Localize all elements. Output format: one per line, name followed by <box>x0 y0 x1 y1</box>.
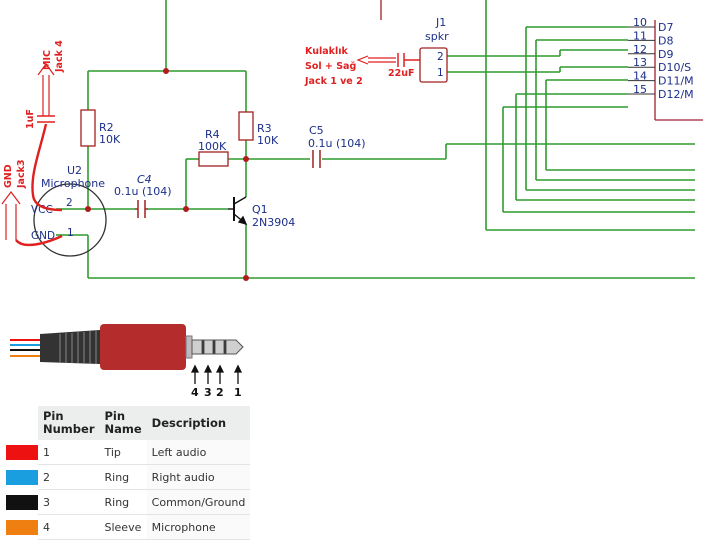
arduino-header: 10 D7 11 D8 12 D9 13 D10/S 14 D11/M 15 D12/M <box>628 16 703 121</box>
pin-description: Common/Ground <box>146 489 251 515</box>
capacitor-c5 <box>312 150 321 168</box>
header-pin-signal: D10/S <box>658 61 691 74</box>
plug-body <box>100 324 186 370</box>
u2-name: Microphone <box>41 177 105 190</box>
capacitor-c4 <box>135 200 148 218</box>
c5-value: 0.1u (104) <box>308 137 366 150</box>
table-row: 1 Tip Left audio <box>0 440 251 465</box>
pin-number: 2 <box>38 464 100 490</box>
r2-value: 10K <box>99 133 121 146</box>
j1-name: spkr <box>425 30 449 43</box>
r3-value: 10K <box>257 134 279 147</box>
table-row: 3 Ring Common/Ground <box>0 489 251 515</box>
u2-pin1: 1 <box>67 227 74 239</box>
pin-description: Left audio <box>146 440 251 465</box>
j1-pin1: 1 <box>437 67 444 79</box>
header-pin-number: 14 <box>633 70 647 83</box>
connector-j1: J1 spkr 2 1 <box>419 16 449 83</box>
u2-ref: U2 <box>67 164 82 177</box>
headphone-note-line1: Kulaklık <box>305 46 348 57</box>
color-swatch <box>6 469 38 485</box>
wires <box>63 20 695 279</box>
red-annotations <box>1 53 420 247</box>
pin-name: Ring <box>99 464 147 490</box>
pin-description: Right audio <box>146 464 251 490</box>
j1-pin2: 2 <box>437 51 444 63</box>
header-pin-number: 10 <box>633 16 647 29</box>
mic-label: MIC <box>42 50 53 70</box>
color-swatch <box>6 494 38 510</box>
header-pin-signal: D7 <box>658 21 673 34</box>
cap-1uf-label: 1uF <box>25 109 36 129</box>
transistor-q1 <box>228 196 248 226</box>
plug-pin-number: 2 <box>216 386 224 399</box>
pin-description: Microphone <box>146 514 251 540</box>
trrs-plug-diagram: 4 3 2 1 <box>10 324 244 399</box>
plug-pin-arrows <box>190 364 243 384</box>
mic-jack-label: Jack 4 <box>54 40 65 73</box>
header-pin-signal: D12/M <box>658 88 694 101</box>
resistor-r4: R4 100K <box>198 128 229 167</box>
color-swatch <box>6 519 38 535</box>
pin-name: Ring <box>99 489 147 515</box>
r3-ref: R3 <box>257 122 272 135</box>
microphone-u2: U2 Microphone VCC GND 2 1 <box>31 164 107 257</box>
pin-number-header: Pin Number <box>38 406 100 440</box>
header-pin-number: 12 <box>633 43 647 56</box>
pin-number: 1 <box>38 440 100 465</box>
color-swatch <box>6 444 38 460</box>
header-pin-number: 15 <box>633 83 647 96</box>
swatch-header <box>0 406 38 440</box>
circuit-schematic: R2 10K R3 10K R4 100K C4 0.1u (104) C5 0… <box>1 0 703 281</box>
cap-22uf-label: 22uF <box>388 68 414 79</box>
header-pin-signal: D9 <box>658 48 673 61</box>
r4-value: 100K <box>198 140 227 153</box>
table-row: 4 Sleeve Microphone <box>0 514 251 540</box>
gnd-jack-label: Jack3 <box>16 159 27 189</box>
plug-shaft <box>191 339 244 355</box>
plug-pin-number: 3 <box>204 386 212 399</box>
u2-gnd-label: GND <box>31 230 55 242</box>
resistor-r2: R2 10K <box>80 109 121 147</box>
q1-part: 2N3904 <box>252 216 295 229</box>
u2-vcc-label: VCC <box>31 204 53 216</box>
r2-ref: R2 <box>99 121 114 134</box>
pin-table-header: Pin Number Pin Name Description <box>0 406 251 440</box>
headphone-note-line2: Sol + Sağ <box>305 61 356 72</box>
j1-ref: J1 <box>435 16 446 29</box>
junction-dots <box>85 68 249 281</box>
pin-number: 3 <box>38 489 100 515</box>
plug-pin-numbers: 4 3 2 1 <box>191 386 242 399</box>
pin-table: Pin Number Pin Name Description 1 Tip Le… <box>0 406 251 540</box>
pin-name: Sleeve <box>99 514 147 540</box>
u2-pin2: 2 <box>66 197 73 209</box>
table-row: 2 Ring Right audio <box>0 464 251 490</box>
q1-ref: Q1 <box>252 203 268 216</box>
plug-collar <box>185 335 193 359</box>
header-pin-signal: D8 <box>658 34 673 47</box>
plug-pin-number: 4 <box>191 386 199 399</box>
pin-name-header: Pin Name <box>99 406 147 440</box>
pin-number: 4 <box>38 514 100 540</box>
c4-ref: C4 <box>137 173 152 186</box>
c5-ref: C5 <box>309 124 324 137</box>
header-pin-signal: D11/M <box>658 75 694 88</box>
description-header: Description <box>146 406 251 440</box>
resistor-r3: R3 10K <box>238 111 279 147</box>
plug-pin-number: 1 <box>234 386 242 399</box>
header-pin-number: 11 <box>633 29 647 42</box>
pin-name: Tip <box>99 440 147 465</box>
c4-value: 0.1u (104) <box>114 185 172 198</box>
r4-ref: R4 <box>205 128 220 141</box>
headphone-note-line3: Jack 1 ve 2 <box>304 76 363 87</box>
gnd-label: GND <box>3 164 14 188</box>
header-pin-number: 13 <box>633 56 647 69</box>
plug-cable-boot <box>40 330 100 364</box>
